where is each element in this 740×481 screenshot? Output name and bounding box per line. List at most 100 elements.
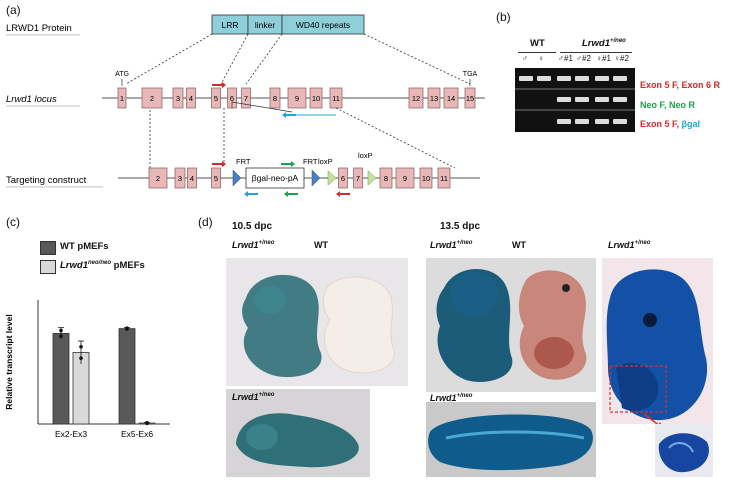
exon-box <box>419 167 433 189</box>
stage-label-13-5: 13.5 dpc <box>440 221 481 232</box>
exon-box <box>287 87 307 109</box>
domain-linker-label: linker <box>255 20 275 30</box>
primer-arrow-red <box>212 82 226 88</box>
arrow-guide-1 <box>231 101 293 113</box>
domain-wd40-label: WD40 repeats <box>296 20 350 30</box>
gel-lane-labels: ♂ ♀ ♂#1 ♂#2 ♀#1 ♀#2 <box>520 54 640 66</box>
dash-line <box>335 107 456 169</box>
gel-band <box>557 76 571 81</box>
embryo-label-het-4: Lrwd1+/neo <box>430 393 472 403</box>
gene-targeting-diagram: LRR linker WD40 repeats LRWD1 Protein Lr… <box>6 14 485 197</box>
exon-box <box>408 87 424 109</box>
embryo-spine <box>445 430 585 440</box>
embryo-label-gene: Lrwd1 <box>608 240 635 250</box>
embryo-label-sup: +/neo <box>456 393 473 399</box>
lane-label: ♂#1 <box>558 54 573 63</box>
embryo-label-sup: +/neo <box>634 240 651 246</box>
exon-box <box>427 87 441 109</box>
lane-label: ♀#2 <box>614 54 629 63</box>
exon-box <box>443 87 459 109</box>
data-point <box>145 421 149 426</box>
embryo-head <box>254 286 286 314</box>
panel-label-d: (d) <box>198 215 213 229</box>
dash-line <box>363 33 471 85</box>
exon-label: 10 <box>312 94 320 103</box>
exon-label: 2 <box>150 94 154 103</box>
stage-label-10-5: 10.5 dpc <box>232 221 273 232</box>
frt-site-1 <box>232 169 242 187</box>
exon-box <box>395 167 415 189</box>
embryo-photo-10-5-pair <box>226 258 408 386</box>
lane-label: ♀ <box>538 54 544 63</box>
gel-mut-gene: Lrwd1 <box>582 38 610 50</box>
gel-band <box>519 76 533 81</box>
exon-box <box>141 87 163 109</box>
data-point <box>59 328 63 333</box>
embryo-illustration <box>436 268 587 382</box>
exon-label: 3 <box>178 174 182 183</box>
exon-box <box>464 87 476 109</box>
exon-label: 9 <box>295 94 299 103</box>
exon-label: 8 <box>273 94 277 103</box>
chart-bar <box>52 332 70 425</box>
exon-box <box>186 87 196 109</box>
panel-label-b: (b) <box>496 10 511 24</box>
tga-label: TGA <box>463 71 478 78</box>
embryo-label-sup: +/neo <box>258 240 275 246</box>
primer-blue-r <box>244 191 258 197</box>
exon-label: 7 <box>356 174 360 183</box>
dash-line <box>245 33 283 85</box>
data-point <box>79 356 83 360</box>
embryo-inset-zoom <box>655 424 713 477</box>
embryo-label-gene: Lrwd1 <box>232 240 259 250</box>
gel-wt-header: WT <box>530 38 545 49</box>
loxp-label-1: loxP <box>318 157 333 166</box>
exon-box <box>437 167 451 189</box>
exon-label: 13 <box>430 94 438 103</box>
exon-label: 7 <box>244 94 248 103</box>
gel-band <box>595 97 609 102</box>
embryo-head <box>246 424 278 450</box>
embryo-illustration <box>236 413 359 468</box>
locus-label: Lrwd1 locus <box>6 94 57 105</box>
gel-image <box>515 68 635 132</box>
frt-label-1: FRT <box>236 157 251 166</box>
embryo-photo-13-5-pair <box>426 258 596 392</box>
x-tick-label: Ex5-Ex6 <box>121 429 153 439</box>
embryo-illustration <box>606 269 708 421</box>
lane-label: ♂#2 <box>576 54 591 63</box>
gel-band <box>595 119 609 124</box>
exon-label: 9 <box>403 174 407 183</box>
primer-arrow-blue <box>282 112 296 118</box>
embryo-photo-13-5-large <box>602 258 713 424</box>
gel-band <box>613 119 627 124</box>
gel-band <box>575 76 589 81</box>
exon-label: 4 <box>190 174 194 183</box>
chart-bar <box>118 328 136 425</box>
legend-wt-swatch <box>40 241 56 255</box>
embryo-liver <box>534 337 574 369</box>
embryo-label-wt-2: WT <box>512 240 526 250</box>
frt-label-2: FRT <box>303 157 318 166</box>
embryo-photo-13-5-dorsal <box>426 402 596 477</box>
loxp-label-2: loxP <box>358 151 373 160</box>
exon-label: 11 <box>440 174 448 183</box>
data-point <box>125 327 129 331</box>
exon-label: 6 <box>341 174 345 183</box>
legend-mut-label: Lrwd1neo/neo pMEFs <box>60 260 145 271</box>
exon-box <box>148 167 168 189</box>
embryo-het-blue <box>242 274 322 378</box>
legend-wt-label: WT pMEFs <box>60 241 109 252</box>
gel-band <box>537 76 551 81</box>
gel-band <box>613 76 627 81</box>
exon-box <box>269 87 281 109</box>
embryo-photo-10-5-single <box>226 389 370 477</box>
exon-label: 8 <box>384 174 388 183</box>
embryo-digit <box>668 442 694 453</box>
primer-green-r <box>284 191 298 197</box>
primer-green-f <box>281 161 295 167</box>
dash-line <box>125 33 213 85</box>
exon-label: 5 <box>214 174 218 183</box>
